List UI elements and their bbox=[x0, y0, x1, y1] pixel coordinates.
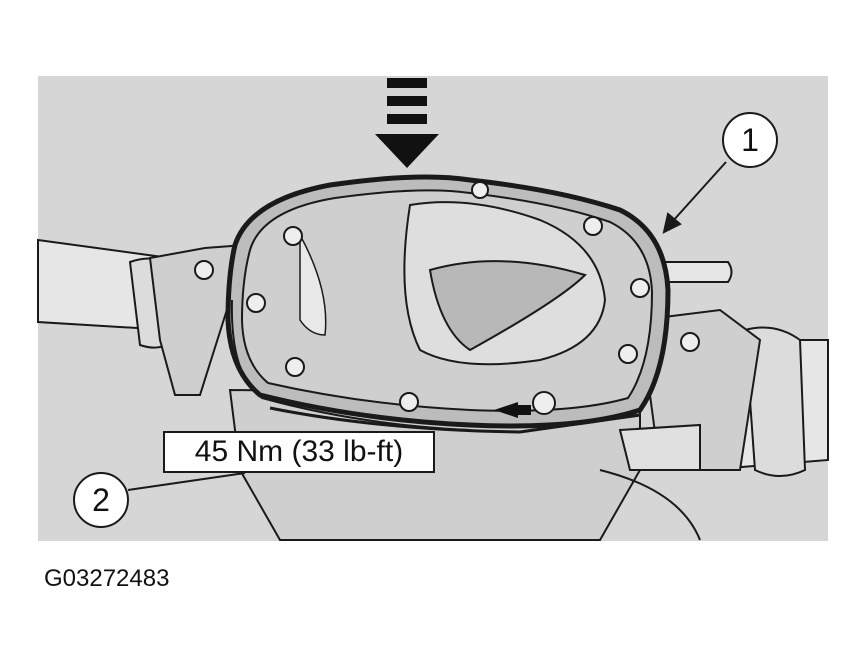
bolt bbox=[680, 332, 700, 352]
differential-cover bbox=[225, 174, 671, 434]
small-arrow-icon bbox=[494, 402, 531, 418]
cover-bolts bbox=[194, 181, 700, 415]
bolt bbox=[194, 260, 214, 280]
callout-2: 2 bbox=[73, 472, 129, 528]
callout-2-leader bbox=[127, 472, 246, 491]
callout-1: 1 bbox=[722, 112, 778, 168]
bolt bbox=[583, 216, 603, 236]
callout-1-leader bbox=[662, 161, 727, 234]
bolt bbox=[630, 278, 650, 298]
bolt bbox=[246, 293, 266, 313]
torque-spec-label: 45 Nm (33 lb-ft) bbox=[163, 431, 435, 473]
axle-tube-left bbox=[37, 238, 247, 396]
axle-tube-right bbox=[638, 308, 829, 477]
bolt bbox=[283, 226, 303, 246]
callout-1-number: 1 bbox=[741, 121, 759, 158]
bolt bbox=[532, 391, 556, 415]
press-down-arrow-icon bbox=[375, 78, 439, 168]
bolt bbox=[618, 344, 638, 364]
vent-tube bbox=[660, 261, 733, 283]
bolt bbox=[399, 392, 419, 412]
callout-2-number: 2 bbox=[92, 481, 110, 518]
bolt bbox=[285, 357, 305, 377]
bolt bbox=[471, 181, 489, 199]
figure-id: G03272483 bbox=[44, 565, 170, 592]
